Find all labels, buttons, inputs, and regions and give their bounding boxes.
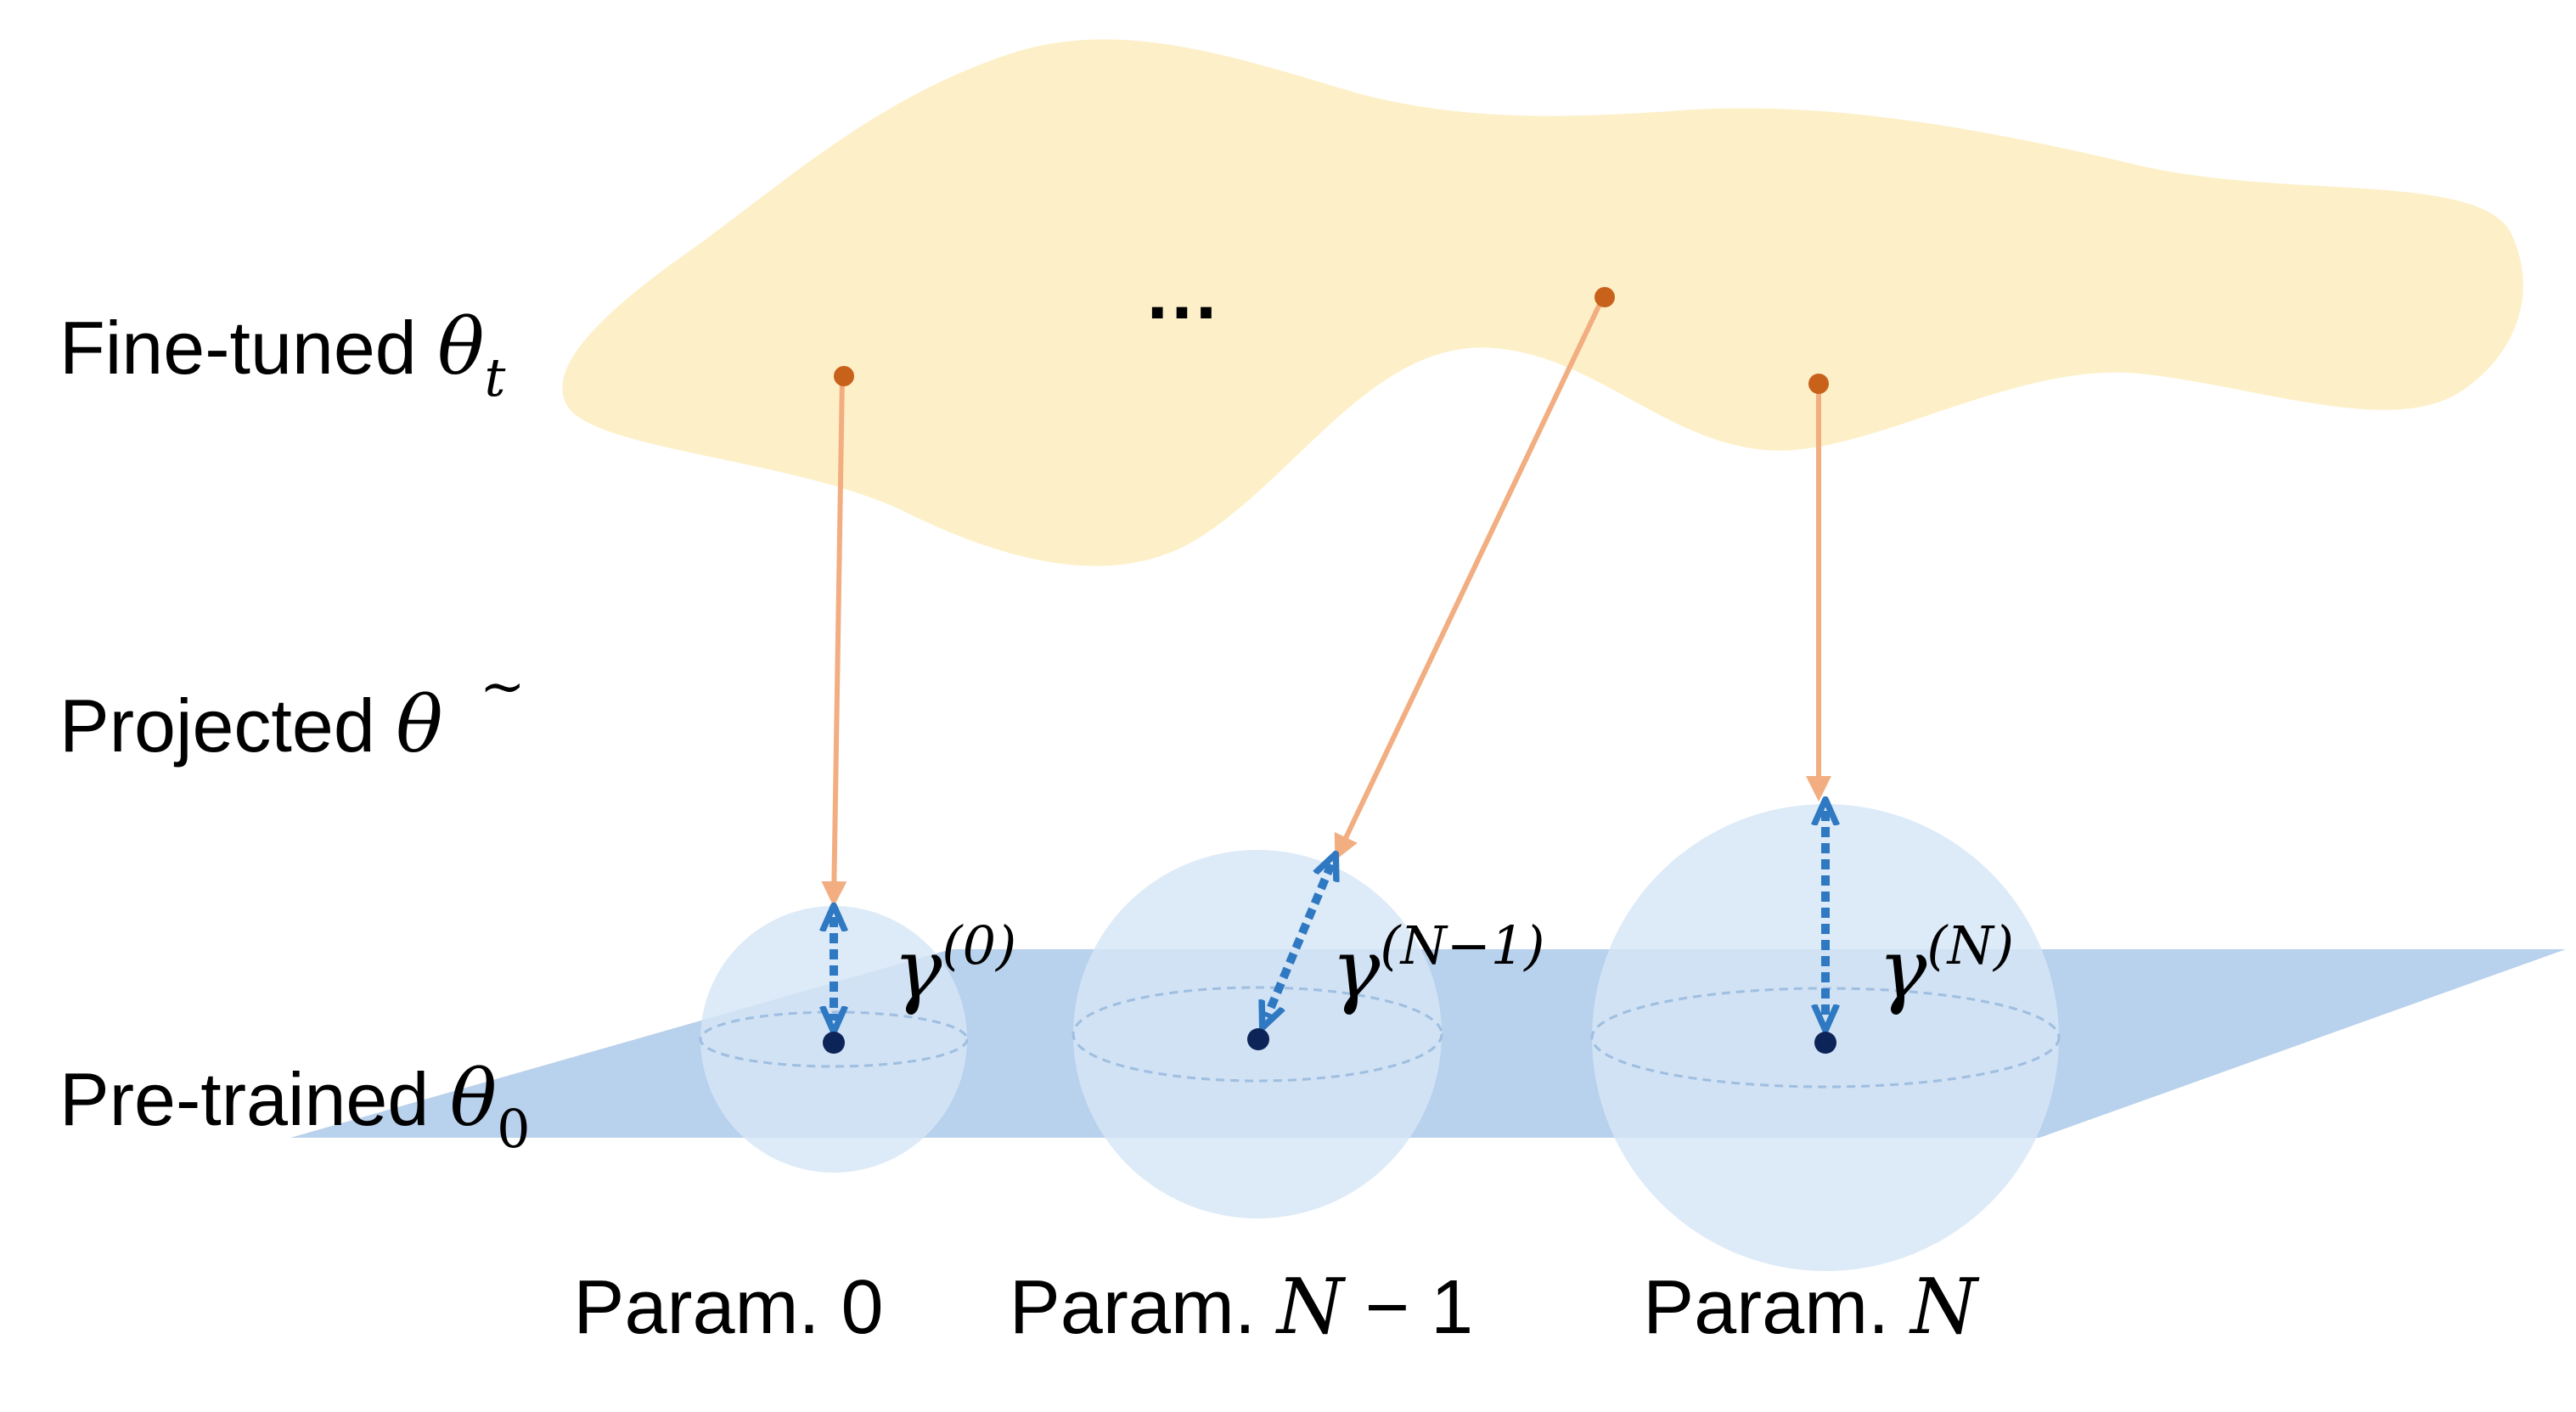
svg-text:Projected θ: Projected θ xyxy=(59,679,443,770)
row-label-projected: Projected θ ~ xyxy=(59,655,526,770)
fine-tuned-point-param-n-minus-1 xyxy=(1595,287,1615,307)
projection-arrow-param-0 xyxy=(821,375,847,907)
ellipsis-marker: … xyxy=(1144,250,1220,335)
projection-arrow-param-n-minus-1 xyxy=(1334,295,1606,861)
gamma-label-param-0: γ(0) xyxy=(893,914,1016,1017)
param-label-n: Param. N xyxy=(1643,1263,1980,1352)
param-label-n-minus-1: Param. N − 1 xyxy=(1010,1263,1473,1352)
pretrained-point-param-n-minus-1 xyxy=(1247,1028,1269,1050)
fine-tuned-region xyxy=(562,39,2523,566)
gamma-label-param-n: γ(N) xyxy=(1878,914,2014,1017)
param-label-0: Param. 0 xyxy=(573,1265,883,1350)
row-label-pretrained: Pre-trained θ0 xyxy=(59,1053,531,1160)
fine-tuned-point-param-n xyxy=(1808,374,1829,394)
gamma-arrow-param-n-minus-1 xyxy=(1267,864,1331,1017)
pretrained-point-param-0 xyxy=(823,1032,845,1054)
fine-tuned-point-param-0 xyxy=(834,366,854,386)
row-label-fine-tuned: Fine-tuned θt xyxy=(59,301,506,408)
gamma-label-param-n-minus-1: γ(N−1) xyxy=(1331,914,1544,1017)
pretrained-point-param-n xyxy=(1814,1032,1836,1054)
svg-text:~: ~ xyxy=(480,655,526,718)
